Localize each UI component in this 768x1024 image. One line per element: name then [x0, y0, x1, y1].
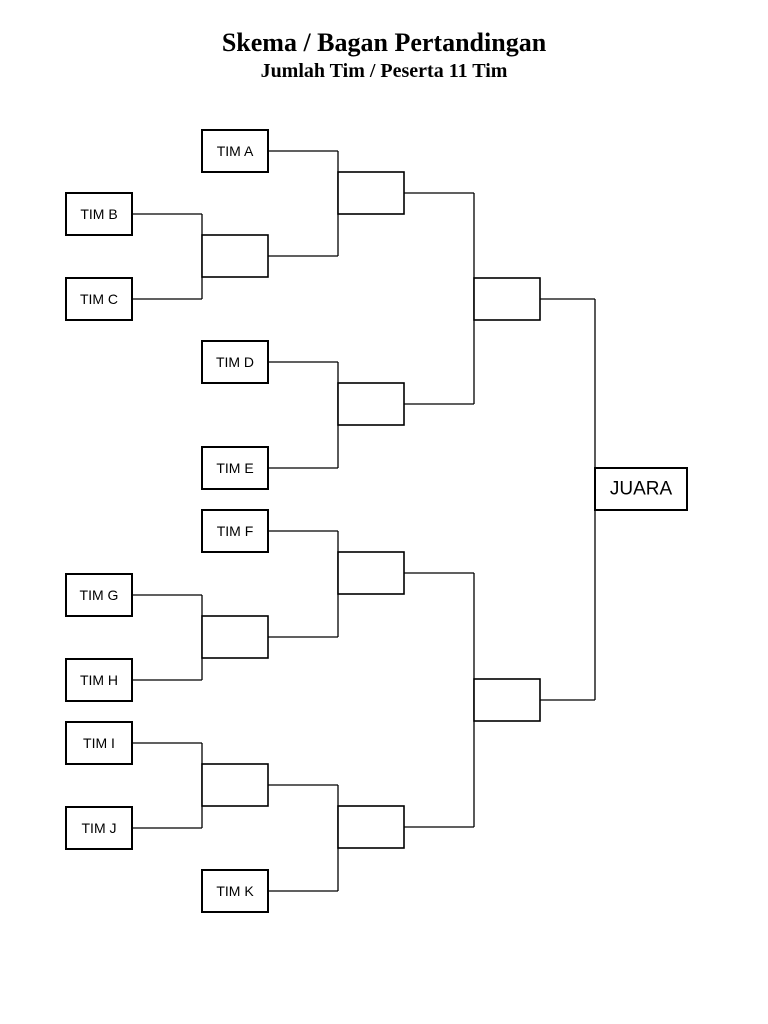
match-box-1	[201, 234, 269, 278]
team-box-tim-e	[201, 446, 269, 490]
match-box-6	[337, 551, 405, 595]
match-box-2	[337, 171, 405, 215]
team-box-tim-h	[65, 658, 133, 702]
page-title: Skema / Bagan Pertandingan	[221, 28, 547, 57]
team-box-tim-i	[65, 721, 133, 765]
team-box-tim-k	[201, 869, 269, 913]
team-box-tim-c	[65, 277, 133, 321]
team-box-tim-d	[201, 340, 269, 384]
team-label-tim-j: TIM J	[82, 820, 117, 836]
team-label-tim-i: TIM I	[83, 735, 115, 751]
match-box-3	[337, 382, 405, 426]
team-label-tim-b: TIM B	[80, 206, 117, 222]
team-label-tim-a: TIM A	[217, 143, 254, 159]
team-box-tim-a	[201, 129, 269, 173]
team-box-tim-f	[201, 509, 269, 553]
champion-box	[594, 467, 688, 511]
match-box-8	[337, 805, 405, 849]
team-label-tim-d: TIM D	[216, 354, 254, 370]
team-label-tim-g: TIM G	[80, 587, 119, 603]
team-box-tim-g	[65, 573, 133, 617]
team-label-tim-h: TIM H	[80, 672, 118, 688]
team-box-tim-b	[65, 192, 133, 236]
page-subtitle: Jumlah Tim / Peserta 11 Tim	[260, 60, 508, 82]
team-label-tim-c: TIM C	[80, 291, 118, 307]
team-label-tim-k: TIM K	[216, 883, 254, 899]
team-label-tim-e: TIM E	[216, 460, 253, 476]
match-box-7	[201, 763, 269, 807]
match-box-5	[201, 615, 269, 659]
match-box-9	[473, 678, 541, 722]
team-label-tim-f: TIM F	[217, 523, 254, 539]
team-box-tim-j	[65, 806, 133, 850]
match-box-4	[473, 277, 541, 321]
champion-label: JUARA	[610, 479, 673, 500]
